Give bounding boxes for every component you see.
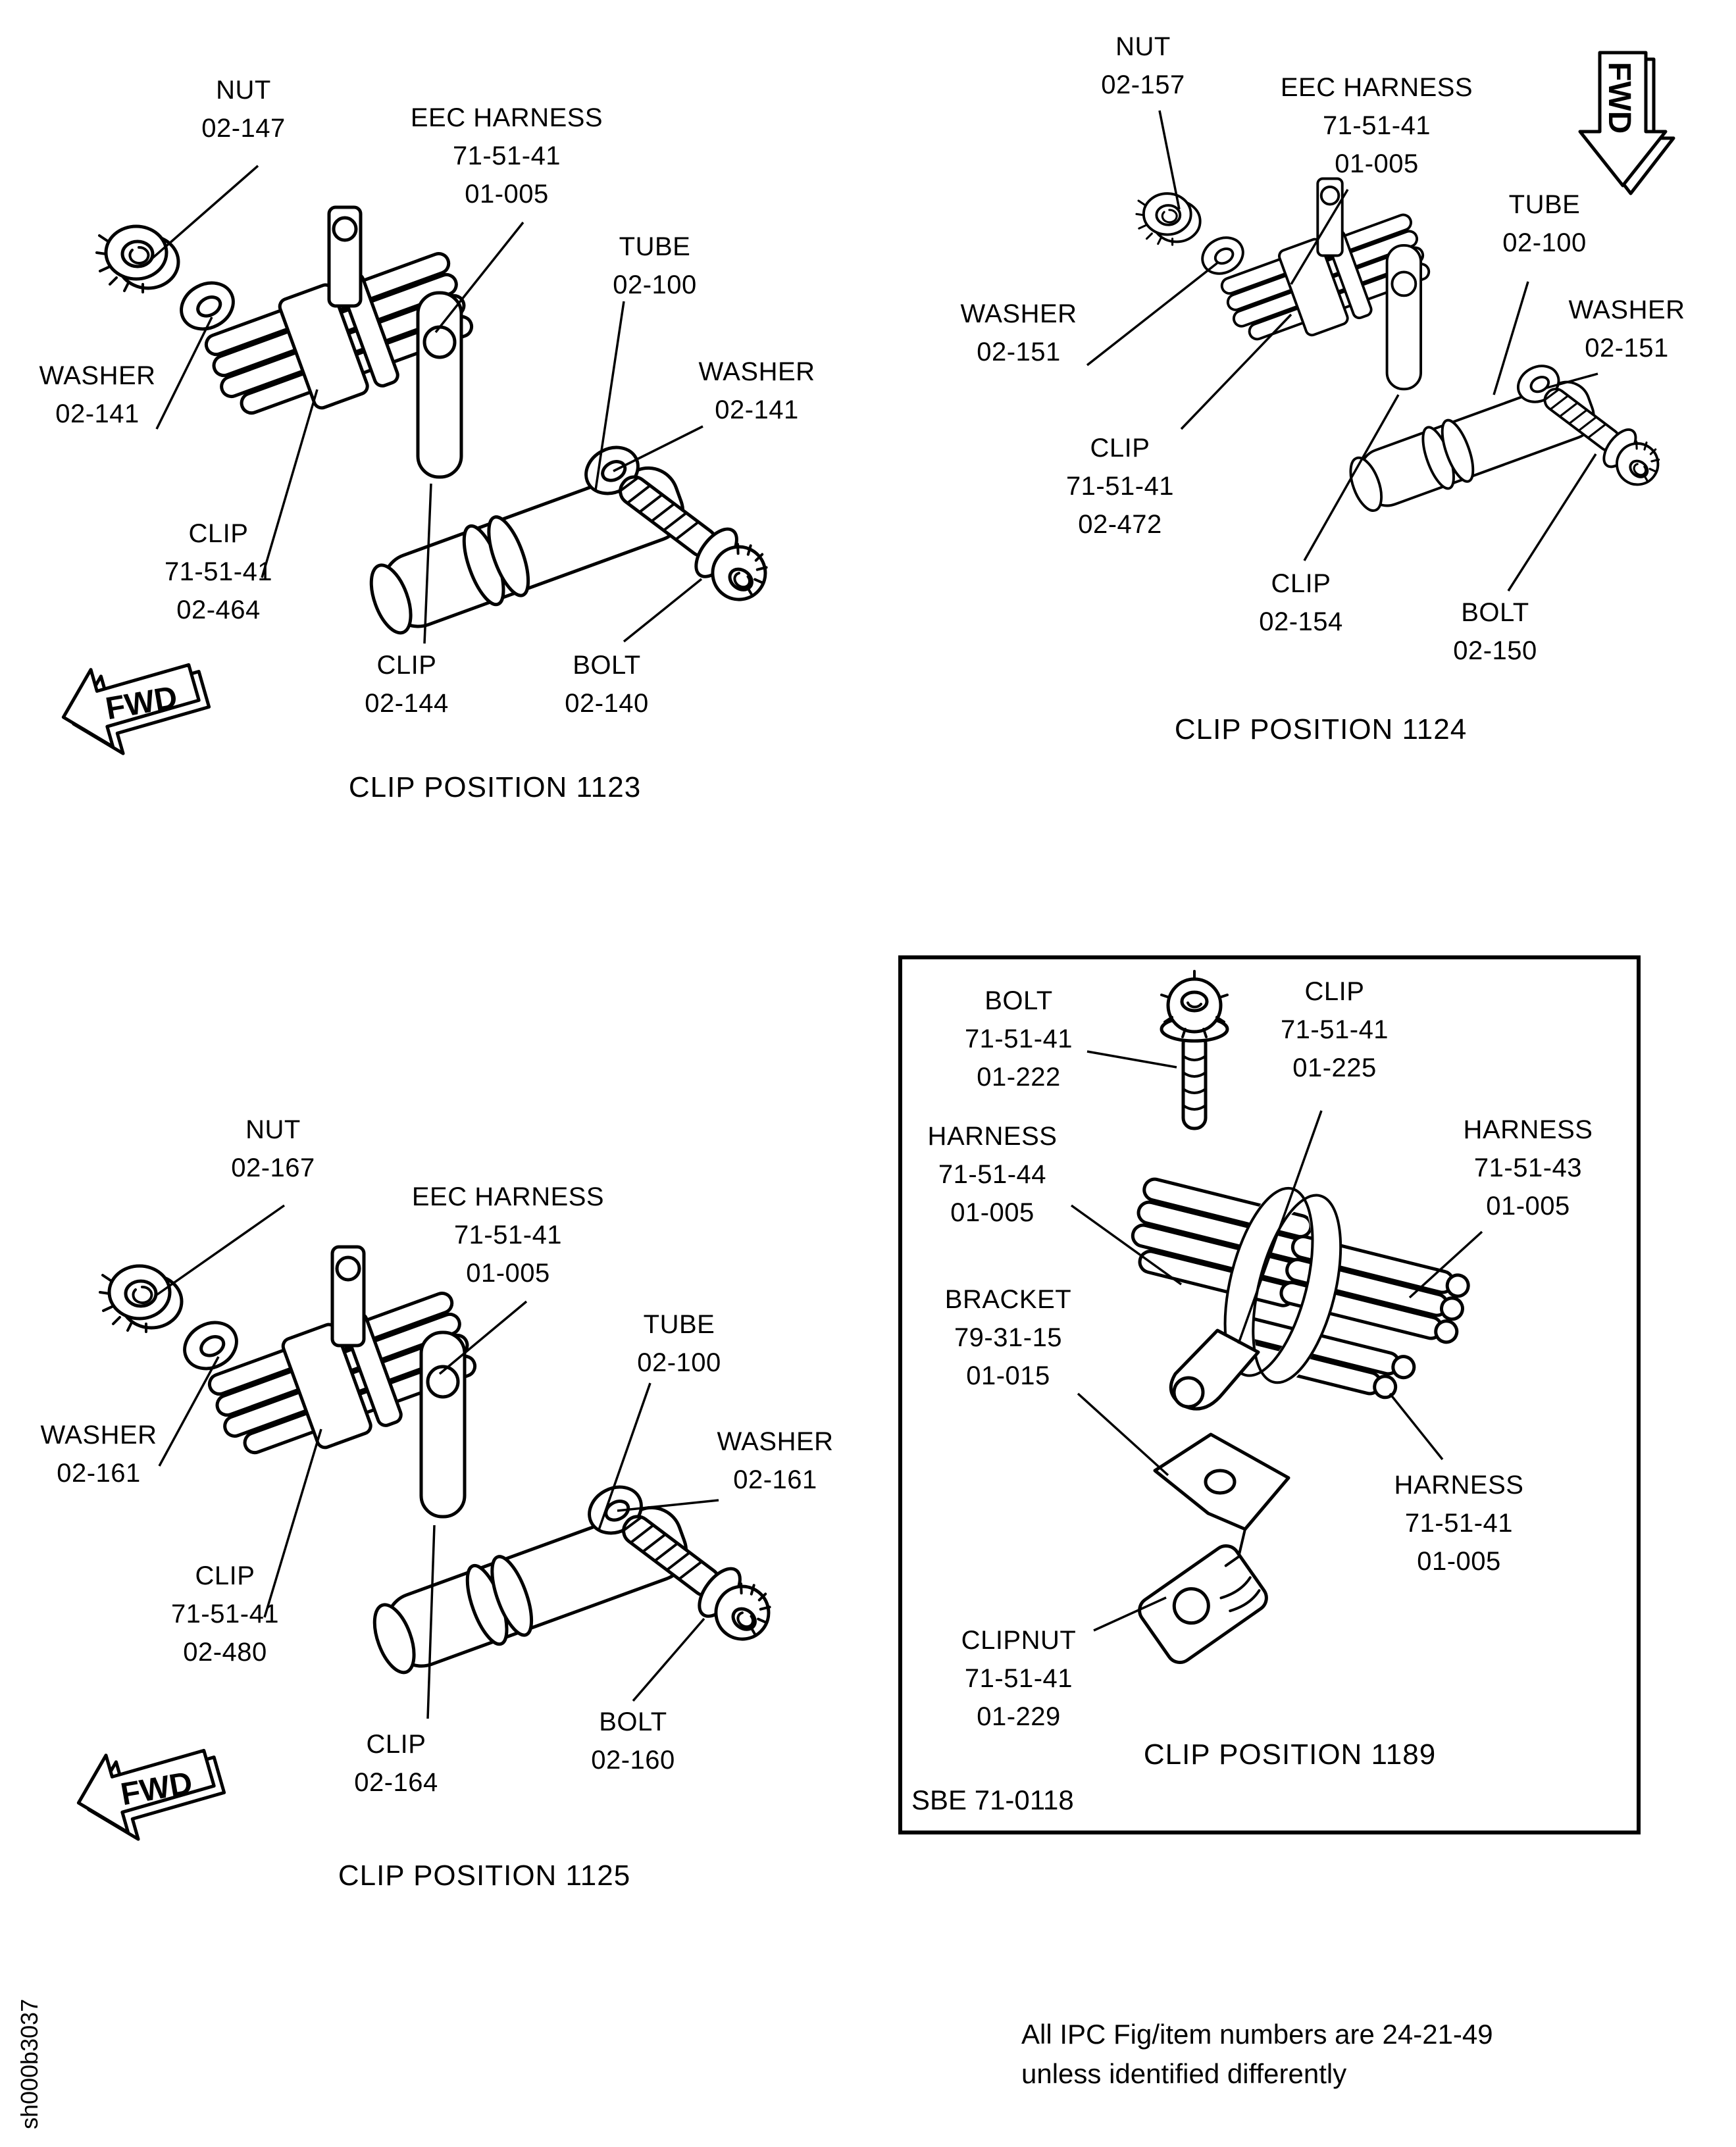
label-clipnut: CLIPNUT 71-51-41 01-229 bbox=[961, 1626, 1077, 1731]
diagram-1125 bbox=[68, 1204, 781, 1852]
bracket-arm-icon bbox=[1169, 1328, 1260, 1411]
label-bolt: BOLT 71-51-41 01-222 bbox=[964, 986, 1073, 1092]
caption-clip-position-1123: CLIP POSITION 1123 bbox=[348, 771, 642, 803]
label-clip-main: CLIP 71-51-41 02-464 bbox=[164, 519, 273, 624]
label-clip: CLIP 71-51-41 01-225 bbox=[1280, 977, 1389, 1082]
bolt-icon bbox=[1160, 970, 1229, 1130]
ipc-note: All IPC Fig/item numbers are 24-21-49 un… bbox=[1021, 2019, 1493, 2089]
label-clip-lug: CLIP 02-144 bbox=[365, 651, 449, 718]
label-washer-right: WASHER 02-151 bbox=[1568, 295, 1685, 363]
label-bolt: BOLT 02-160 bbox=[591, 1707, 675, 1775]
label-bolt: BOLT 02-150 bbox=[1453, 598, 1537, 665]
label-bolt: BOLT 02-140 bbox=[565, 651, 649, 718]
figure-reference: SBE 71-0118 bbox=[911, 1784, 1074, 1815]
label-eec-harness: EEC HARNESS 71-51-41 01-005 bbox=[1280, 73, 1473, 178]
label-tube: TUBE 02-100 bbox=[613, 232, 697, 299]
harness-clamp-icon bbox=[1131, 1176, 1470, 1400]
caption-clip-position-1189: CLIP POSITION 1189 bbox=[1143, 1738, 1437, 1771]
label-tube: TUBE 02-100 bbox=[1502, 190, 1587, 257]
label-harness-41: HARNESS 71-51-41 01-005 bbox=[1394, 1471, 1524, 1576]
sheet-code: sh000b3037 bbox=[16, 1998, 43, 2129]
label-eec-harness: EEC HARNESS 71-51-41 01-005 bbox=[410, 103, 603, 209]
label-eec-harness: EEC HARNESS 71-51-41 01-005 bbox=[411, 1182, 605, 1288]
label-clip-lug: CLIP 02-154 bbox=[1259, 569, 1343, 636]
label-harness-44: HARNESS 71-51-44 01-005 bbox=[927, 1122, 1058, 1227]
bracket-plate-icon bbox=[1153, 1432, 1290, 1575]
label-clip-lug: CLIP 02-164 bbox=[354, 1730, 438, 1797]
label-washer-right: WASHER 02-141 bbox=[698, 357, 815, 424]
label-washer-left: WASHER 02-141 bbox=[39, 361, 156, 428]
label-tube: TUBE 02-100 bbox=[637, 1310, 721, 1377]
diagram-1124 bbox=[1086, 53, 1673, 592]
caption-clip-position-1125: CLIP POSITION 1125 bbox=[338, 1859, 631, 1892]
label-nut: NUT 02-167 bbox=[231, 1115, 315, 1182]
label-clip-main: CLIP 71-51-41 02-472 bbox=[1065, 434, 1175, 539]
caption-clip-position-1124: CLIP POSITION 1124 bbox=[1174, 713, 1468, 745]
label-bracket: BRACKET 79-31-15 01-015 bbox=[944, 1285, 1072, 1390]
label-harness-43: HARNESS 71-51-43 01-005 bbox=[1463, 1115, 1593, 1221]
label-washer-left: WASHER 02-151 bbox=[960, 299, 1077, 366]
label-clip-main: CLIP 71-51-41 02-480 bbox=[170, 1561, 280, 1667]
clip-position-1189-box bbox=[898, 955, 1641, 1834]
label-washer-left: WASHER 02-161 bbox=[40, 1421, 157, 1488]
label-nut: NUT 02-147 bbox=[201, 76, 286, 143]
label-washer-right: WASHER 02-161 bbox=[717, 1427, 834, 1494]
label-nut: NUT 02-157 bbox=[1101, 32, 1185, 99]
diagram-1189 bbox=[898, 955, 1641, 1834]
clipnut-icon bbox=[1138, 1544, 1268, 1664]
diagram-1123 bbox=[53, 164, 778, 767]
